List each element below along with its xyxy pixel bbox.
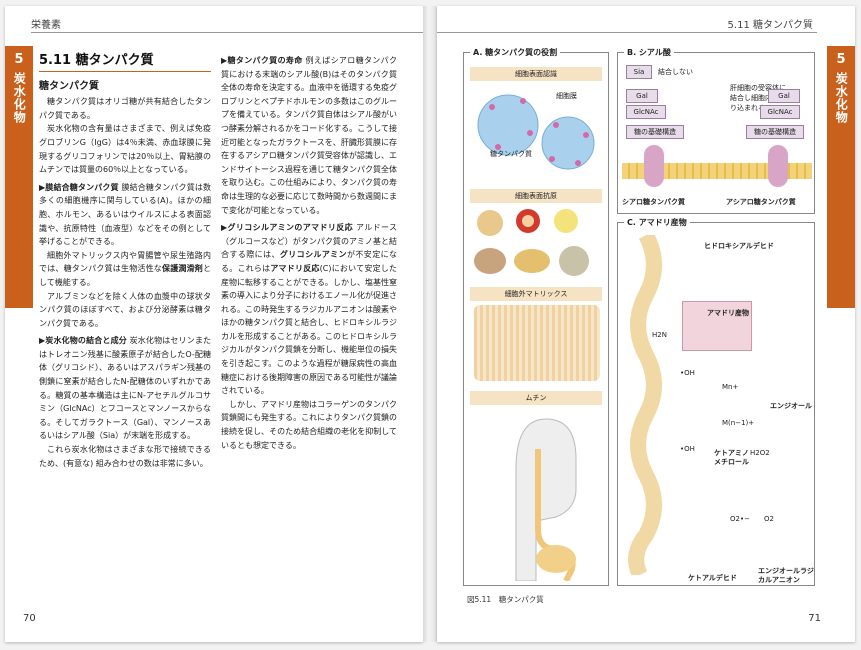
page-number-right: 71 (808, 613, 821, 624)
receptor-note: 肝細胞の受容体に結合し細胞内に取り込まれる (730, 84, 786, 112)
text-run: (C)において安定した産物に転移することができる。しかし、塩基性窒素の導入により… (221, 263, 398, 396)
amadori-label: アマドリ産物 (707, 309, 749, 317)
base-box-left: 糖の基礎構造 (626, 125, 684, 139)
text-run: が不安定になる。これらは (221, 250, 398, 273)
band-extracellular-matrix: 細胞外マトリックス (470, 287, 602, 301)
running-header-left: 栄養素 (31, 20, 61, 31)
paragraph: 炭水化物はセリンまたはトレオニン残基に酸素原子が結合したO-配糖体（グリコシド）… (39, 336, 212, 441)
left-page: 栄養素 5 炭水化物 5.11 糖タンパク質 糖タンパク質 糖タンパク質はオリゴ… (5, 6, 423, 642)
bold-term: 保護潤滑剤 (162, 264, 203, 274)
paragraph: これら炭水化物はさまざまな形で接続できるため、(有意な) 組み合わせの数は非常に… (39, 445, 211, 468)
bold-term: グリコシルアミン (279, 250, 347, 260)
cell-recognition-illustration (477, 94, 595, 170)
paragraph: 炭水化物の含有量はさまざまで、例えば免疫グロブリンG（IgG）は4％未満、赤血球… (39, 124, 211, 175)
paragraph: しかし、アマドリ産物はコラーゲンのタンパク質鎖間にも発生する。これによりタンパク… (221, 399, 397, 450)
amadori-box: アマドリ産物 (682, 301, 752, 351)
section-title: 5.11 糖タンパク質 (39, 54, 211, 72)
glcnac-box-right: GlcNAc (760, 105, 800, 119)
chapter-tab-right: 5 炭水化物 (827, 46, 855, 308)
protein-left (644, 145, 664, 187)
o2-label: O2 (764, 515, 774, 523)
h2o2-label: H2O2 (750, 449, 770, 457)
header-rule (437, 32, 817, 33)
subheading-glycoprotein: 糖タンパク質 (39, 80, 99, 92)
chapter-tab-left: 5 炭水化物 (5, 46, 33, 308)
panel-b: B. シアル酸 Sia 結合しない Gal GlcNAc 糖の基礎構造 肝細胞の… (617, 47, 815, 214)
chapter-number: 5 (14, 52, 24, 67)
label-glycoprotein: 糖タンパク質 (490, 150, 532, 158)
band-cell-antigen: 細胞表面抗原 (470, 189, 602, 203)
o2rad-label: O2•− (730, 515, 750, 523)
membrane-layer (622, 163, 812, 179)
digestive-tract-illustration (515, 418, 577, 581)
enediol-radical-label: エンジオールラジカルアニオン (758, 567, 814, 584)
gal-box-right: Gal (768, 89, 800, 103)
left-column-1: 5.11 糖タンパク質 糖タンパク質 糖タンパク質はオリゴ糖が共有結合したタンパ… (39, 54, 211, 470)
right-page: 5.11 糖タンパク質 5 炭水化物 A. 糖タンパク質の役割 細胞表面認識 細… (437, 6, 855, 642)
panel-c-title: C. アマドリ産物 (624, 217, 690, 228)
blood-cells-illustration (474, 209, 589, 276)
paragraph: 膜結合糖タンパク質は数多くの細胞機序に関与している(A)。ほかの細胞、ホルモン、… (39, 182, 212, 247)
sialo-name: シアロ糖タンパク質 (622, 198, 685, 206)
enediol-label: エンジオール (770, 402, 812, 410)
figure-caption: 図5.11 糖タンパク質 (467, 595, 544, 604)
base-box-right: 糖の基礎構造 (746, 125, 804, 139)
text-run: として機能する。 (39, 264, 211, 287)
h2n-label: H2N (652, 331, 667, 339)
paragraph: アルブミンなどを除く人体の血漿中の球状タンパク質のほぼすべて、および分泌酵素は糖… (39, 291, 211, 328)
run-in-heading: ▶膜結合糖タンパク質 (39, 182, 119, 192)
page-number-left: 70 (23, 613, 36, 624)
text-run: 細胞外マトリックス内や胃腸管や尿生殖路内では、糖タンパク質は生物活性な (39, 250, 211, 274)
chapter-label: 炭水化物 (834, 71, 849, 124)
panel-a: A. 糖タンパク質の役割 細胞表面認識 細胞膜 糖タンパク質 細胞表面抗原 細胞… (463, 47, 609, 586)
text-run: アルドース（グルコースなど）がタンパク質のアミノ基と結合する際には、 (221, 223, 397, 260)
paragraph: 糖タンパク質はオリゴ糖が共有結合したタンパク質である。 (39, 97, 211, 120)
ketoamino-label: ケトアミノメチロール (714, 449, 749, 466)
mn-label: Mn+ (722, 383, 739, 391)
band-mucin: ムチン (470, 391, 602, 405)
run-in-heading: ▶炭水化物の結合と成分 (39, 336, 127, 346)
gal-box-left: Gal (626, 89, 658, 103)
sia-box: Sia (626, 65, 652, 79)
label-membrane: 細胞膜 (556, 92, 577, 100)
matrix-illustration (474, 305, 600, 381)
book-gutter (423, 6, 437, 642)
glcnac-box-left: GlcNAc (626, 105, 666, 119)
panel-c: C. アマドリ産物 ヒドロキシアルデヒド アマドリ産物 H2N •OH Mn+ … (617, 217, 815, 586)
panel-a-title: A. 糖タンパク質の役割 (470, 47, 561, 58)
panel-b-title: B. シアル酸 (624, 47, 674, 58)
band-cell-recognition: 細胞表面認識 (470, 67, 602, 81)
hydroxy-aldehyde-label: ヒドロキシアルデヒド (704, 242, 774, 250)
oh-label-2: •OH (680, 445, 695, 453)
not-bind-label: 結合しない (658, 68, 693, 76)
bold-term: アマドリ反応 (270, 263, 320, 273)
running-header-right: 5.11 糖タンパク質 (727, 20, 813, 31)
chapter-number: 5 (836, 52, 846, 67)
chapter-label: 炭水化物 (12, 71, 27, 124)
book-spread: 栄養素 5 炭水化物 5.11 糖タンパク質 糖タンパク質 糖タンパク質はオリゴ… (5, 6, 855, 642)
run-in-heading: ▶糖タンパク質の寿命 (221, 56, 303, 65)
header-rule (31, 32, 423, 33)
ketoaldehyde-label: ケトアルデヒド (688, 574, 737, 582)
protein-right (768, 145, 788, 187)
run-in-heading: ▶グリコシルアミンのアマドリ反応 (221, 223, 354, 233)
left-column-2: ▶糖タンパク質の寿命 例えばシアロ糖タンパク質における末端のシアル酸(B)はその… (221, 54, 397, 452)
mn1-label: M(n−1)+ (722, 419, 755, 427)
protein-helix-illustration (628, 235, 662, 575)
asialo-name: アシアロ糖タンパク質 (726, 198, 796, 206)
paragraph: 例えばシアロ糖タンパク質における末端のシアル酸(B)はそのタンパク質全体の寿命を… (221, 56, 398, 215)
oh-label-1: •OH (680, 369, 695, 377)
